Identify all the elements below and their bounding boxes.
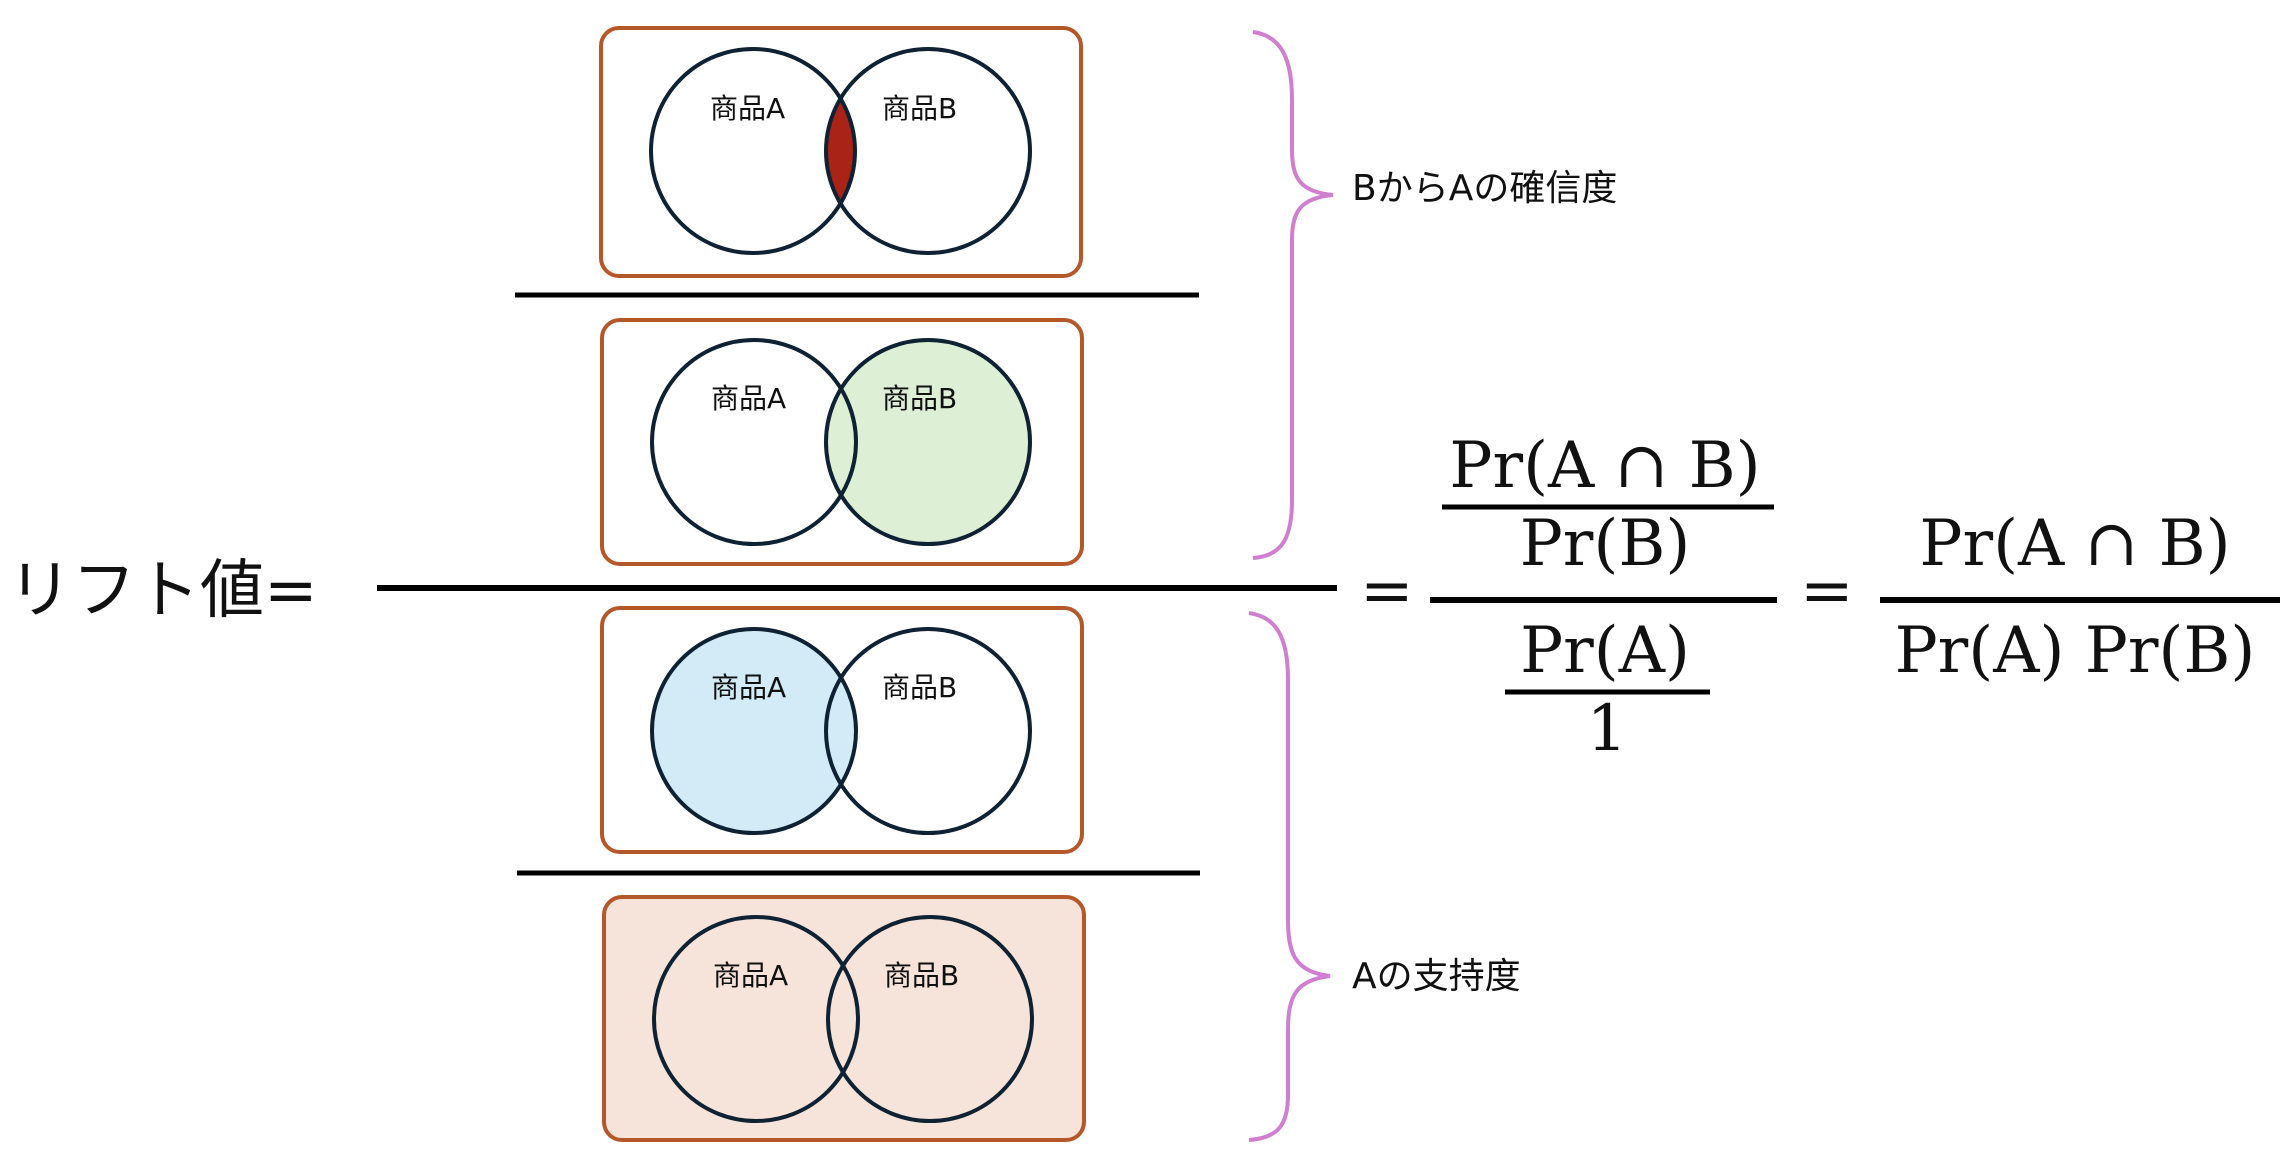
label-a: 商品A <box>710 92 785 125</box>
step1-denominator-numerator: Pr(A) <box>1520 614 1690 688</box>
equals-sign-1: = <box>1360 554 1414 628</box>
brace-icon <box>1252 30 1334 560</box>
label-b: 商品B <box>884 959 959 992</box>
circle-a <box>650 338 858 546</box>
circle-b <box>824 47 1032 255</box>
circle-a <box>649 47 857 255</box>
label-b: 商品B <box>882 671 957 704</box>
circle-b <box>826 915 1034 1123</box>
brace-icon <box>1248 611 1331 1142</box>
step1-numerator-numerator: Pr(A ∩ B) <box>1449 429 1760 503</box>
confidence-label: BからAの確信度 <box>1352 168 1617 209</box>
label-b: 商品B <box>882 382 957 415</box>
label-a: 商品A <box>711 382 786 415</box>
circle-b <box>824 627 1032 835</box>
lift-title: リフト値= <box>8 554 318 628</box>
step1-numerator-denominator: Pr(B) <box>1520 507 1691 581</box>
support-label: Aの支持度 <box>1352 956 1521 997</box>
label-b: 商品B <box>882 92 957 125</box>
circle-a <box>650 627 858 835</box>
circle-b <box>824 338 1032 546</box>
venn-panel-set-b: 商品A 商品B <box>600 318 1084 566</box>
equals-sign-2: = <box>1800 554 1854 628</box>
circle-a <box>652 915 860 1123</box>
step2-denominator: Pr(A) Pr(B) <box>1895 614 2256 688</box>
label-a: 商品A <box>713 959 788 992</box>
venn-panel-intersection: 商品A 商品B <box>599 26 1083 278</box>
step1-denominator-denominator: 1 <box>1587 692 1628 766</box>
panel-border <box>602 895 1086 1142</box>
step2-numerator: Pr(A ∩ B) <box>1919 507 2230 581</box>
venn-panel-set-a: 商品A 商品B <box>600 606 1084 854</box>
venn-panel-universe: 商品A 商品B <box>602 895 1086 1142</box>
label-a: 商品A <box>711 671 786 704</box>
